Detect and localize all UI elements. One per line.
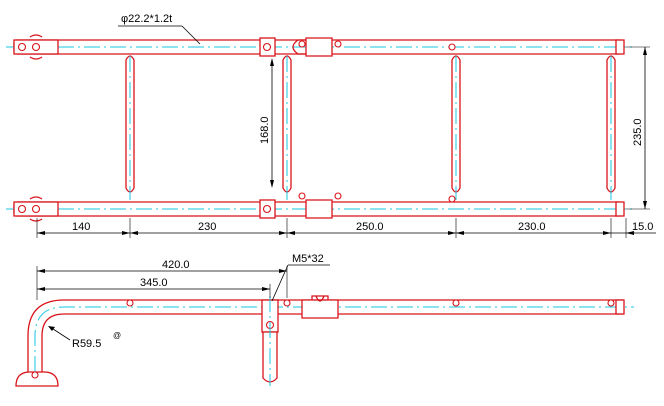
bolt-callout: M5*32 [271, 253, 330, 302]
side-to-hinge-label: 345.0 [140, 277, 168, 289]
overall-height-dim: 235.0 [626, 46, 650, 210]
bolt-label: M5*32 [292, 253, 324, 265]
seg4-label: 230.0 [518, 221, 546, 233]
side-leg [261, 296, 279, 386]
seg2-label: 230 [198, 221, 216, 233]
overall-height-label: 235.0 [632, 118, 644, 146]
bend-radius-callout: R59.5 @ [48, 326, 121, 350]
bottom-rail [6, 192, 632, 222]
horizontal-dims: 140 230 250.0 230.0 15.0 [36, 218, 656, 238]
side-dims: 420.0 345.0 [36, 259, 288, 300]
seg1-label: 140 [72, 221, 90, 233]
bend-mark-label: @ [113, 331, 121, 340]
tube-spec-callout: φ22.2*1.2t [118, 13, 201, 45]
tube-spec-label: φ22.2*1.2t [121, 13, 172, 25]
side-fittings [126, 295, 625, 319]
side-overall-label: 420.0 [162, 259, 190, 271]
end-offset-label: 15.0 [632, 221, 653, 233]
rung-length-dim: 168.0 [259, 58, 274, 188]
top-rail [6, 34, 632, 60]
rung-length-label: 168.0 [259, 116, 271, 144]
side-view: 420.0 345.0 M5*32 R59.5 @ [15, 253, 634, 387]
bend-radius-label: R59.5 [72, 338, 101, 350]
seg3-label: 250.0 [356, 221, 384, 233]
rungs [125, 55, 616, 200]
top-view: φ22.2*1.2t 168.0 235.0 [6, 13, 656, 238]
